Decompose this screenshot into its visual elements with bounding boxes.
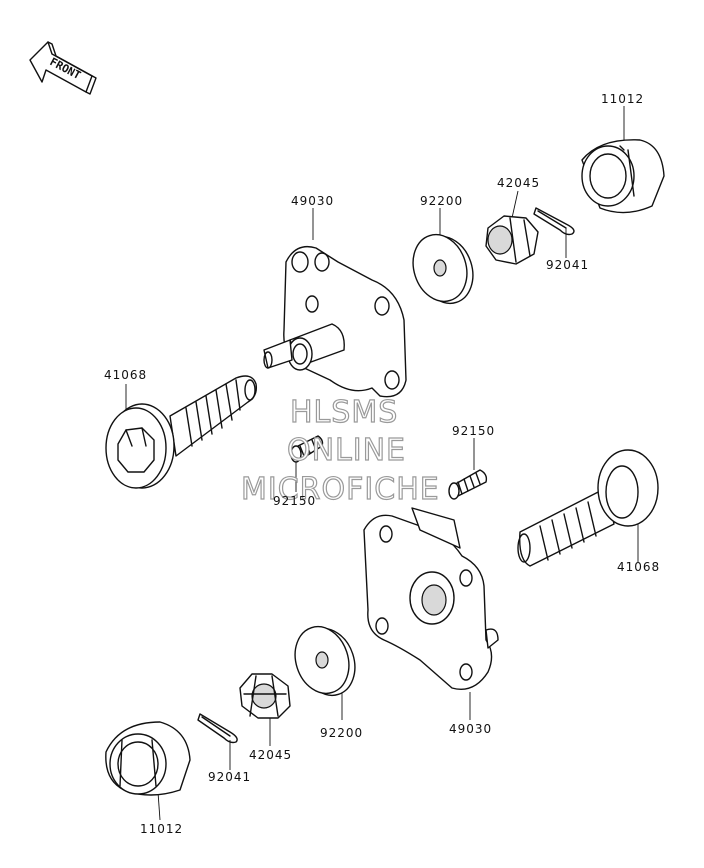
watermark-line-2: ONLINE [286,432,407,468]
hub-bottom-part [363,507,499,690]
bolt-upper-part [290,435,324,463]
front-direction-arrow-icon: FRONT [29,41,97,95]
label-cap-bottom: 11012 [140,822,184,836]
label-hub-top: 49030 [291,194,335,208]
label-pin-bottom: 92041 [208,770,252,784]
hub-top-part [263,245,407,398]
cap-bottom-part [105,721,191,796]
nut-bottom-part [239,673,291,719]
cap-top-part [581,139,665,214]
label-axle-left: 41068 [104,368,148,382]
cotter-pin-top-part [533,207,575,236]
label-washer-top: 92200 [420,194,464,208]
label-hub-bottom: 49030 [449,722,493,736]
cotter-pin-bottom-part [197,713,238,744]
axle-left-part [105,375,258,489]
leader-lines [125,106,639,821]
label-nut-bottom: 42045 [249,748,293,762]
washer-bottom-part [294,625,356,697]
nut-top-part [485,215,539,265]
washer-top-part [412,233,474,305]
label-washer-bottom: 92200 [320,726,364,740]
label-bolt-lower: 92150 [452,424,496,438]
axle-right-part [517,449,659,567]
watermark-line-1: HLSMS [289,394,399,430]
label-pin-top: 92041 [546,258,590,272]
label-bolt-upper: 92150 [273,494,317,508]
watermark-line-3: MICROFICHE [240,471,440,507]
bolt-lower-part [448,469,488,500]
label-cap-top: 11012 [601,92,645,106]
label-axle-right: 41068 [617,560,661,574]
label-nut-top: 42045 [497,176,541,190]
